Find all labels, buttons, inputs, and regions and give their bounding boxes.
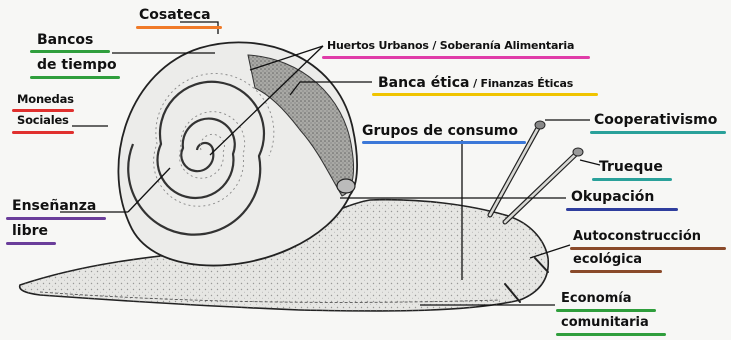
label-trueque: Trueque	[599, 160, 663, 174]
label-okupacion: Okupación	[571, 190, 654, 204]
underline-economia-1	[556, 309, 656, 312]
label-economia-line2: comunitaria	[561, 316, 649, 329]
label-cosateca: Cosateca	[139, 8, 211, 22]
underline-auto-1	[570, 247, 726, 250]
underline-banca	[372, 93, 598, 96]
label-bancos-line1: Bancos	[37, 33, 93, 47]
label-monedas-line1: Monedas	[17, 94, 74, 106]
underline-monedas-1	[12, 109, 74, 112]
underline-ensenanza-2	[6, 242, 56, 245]
label-autoconstruccion-line2: ecológica	[573, 253, 642, 266]
label-cooperativismo: Cooperativismo	[594, 113, 717, 127]
label-banca-etica-suffix: / Finanzas Éticas	[469, 77, 573, 90]
underline-trueque	[592, 178, 672, 181]
underline-coop	[590, 131, 726, 134]
label-economia-line1: Economía	[561, 292, 631, 305]
underline-okupacion	[566, 208, 678, 211]
label-ensenanza-line1: Enseñanza	[12, 199, 96, 213]
underline-ensenanza-1	[6, 217, 106, 220]
label-grupos-consumo: Grupos de consumo	[362, 124, 518, 138]
label-bancos-line2: de tiempo	[37, 58, 117, 72]
label-banca-etica: Banca ética / Finanzas Éticas	[378, 74, 573, 90]
underline-auto-2	[570, 270, 662, 273]
underline-bancos-2	[30, 76, 120, 79]
label-autoconstruccion-line1: Autoconstrucción	[573, 230, 701, 243]
underline-grupos	[362, 141, 526, 144]
label-huertos: Huertos Urbanos / Soberanía Alimentaria	[327, 40, 574, 51]
underline-huertos	[322, 56, 590, 59]
underline-cosateca	[136, 26, 222, 29]
label-banca-etica-main: Banca ética	[378, 75, 469, 91]
label-ensenanza-line2: libre	[12, 224, 48, 238]
underline-bancos-1	[30, 50, 110, 53]
underline-monedas-2	[12, 131, 74, 134]
leader-trueque	[580, 160, 600, 165]
label-monedas-line2: Sociales	[17, 115, 69, 127]
underline-economia-2	[556, 333, 666, 336]
